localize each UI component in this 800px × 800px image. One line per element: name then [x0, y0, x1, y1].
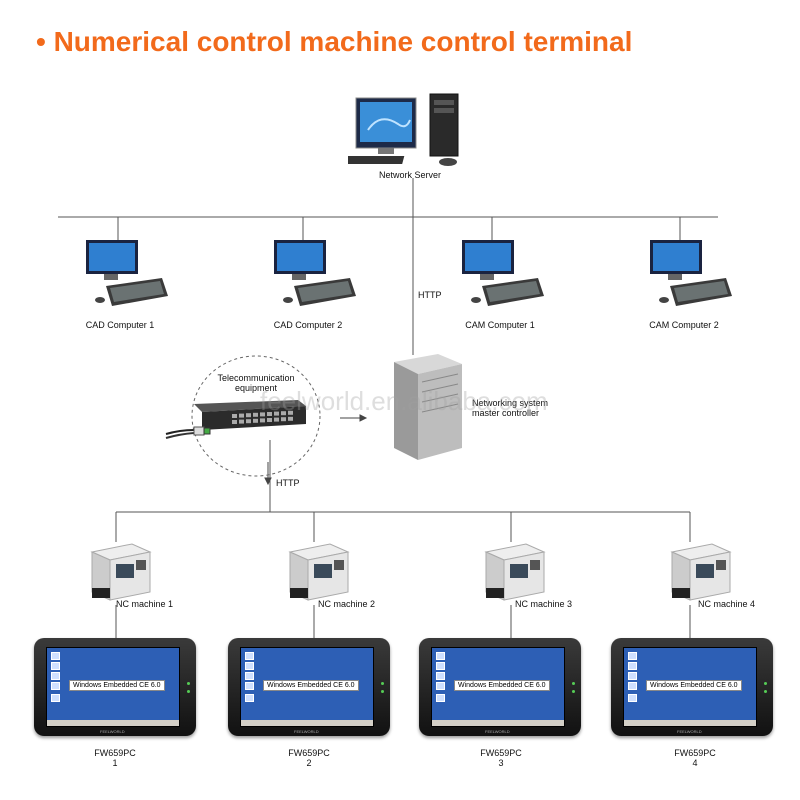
nc-machine-2-icon [288, 543, 350, 601]
terminal-1-screen: Windows Embedded CE 6.0 [46, 647, 180, 727]
terminal-3-index: 3 [498, 758, 504, 768]
network-server-icon [348, 93, 459, 166]
fw659pc-terminal-4: Windows Embedded CE 6.0 FEELWORLD [611, 638, 773, 736]
terminal-2-model: FW659PC [288, 748, 330, 758]
telecom-label-line2: equipment [234, 383, 278, 393]
network-server-label: Network Server [378, 170, 441, 180]
fw659pc-terminal-1: Windows Embedded CE 6.0 FEELWORLD [34, 638, 196, 736]
terminal-2-screen: Windows Embedded CE 6.0 [240, 647, 374, 727]
http-label-bottom: HTTP [276, 478, 300, 488]
fw659pc-terminal-2: Windows Embedded CE 6.0 FEELWORLD [228, 638, 390, 736]
cad-computer-1-icon [86, 240, 168, 306]
cam-computer-2-icon [650, 240, 732, 306]
terminal-4-model: FW659PC [674, 748, 716, 758]
nc-machine-4-label: NC machine 4 [698, 599, 756, 609]
network-switch-icon [194, 400, 306, 430]
cad-computer-2-icon [274, 240, 356, 306]
controller-label: Networking system master controller [472, 398, 548, 418]
fw659pc-terminal-3: Windows Embedded CE 6.0 FEELWORLD [419, 638, 581, 736]
telecom-dashed-circle [191, 355, 321, 477]
nc-machine-1-icon [90, 543, 152, 601]
terminal-4-screen: Windows Embedded CE 6.0 [623, 647, 757, 727]
terminal-4-brand: FEELWORLD [677, 729, 702, 734]
controller-label-line1: Networking system [472, 398, 549, 408]
terminal-1-label: FW659PC 1 [70, 748, 160, 768]
page-title: • Numerical control machine control term… [36, 26, 633, 57]
terminal-3-model: FW659PC [480, 748, 522, 758]
terminal-3-screen: Windows Embedded CE 6.0 [431, 647, 565, 727]
controller-label-line2: master controller [472, 408, 540, 418]
terminal-1-index: 1 [112, 758, 118, 768]
terminal-2-brand: FEELWORLD [294, 729, 319, 734]
master-controller-icon [394, 354, 462, 460]
cad-computer-2-label: CAD Computer 2 [273, 320, 343, 330]
terminal-3-label: FW659PC 3 [456, 748, 546, 768]
terminal-2-screen-text: Windows Embedded CE 6.0 [263, 680, 359, 691]
cam-computer-1-label: CAM Computer 1 [465, 320, 535, 330]
terminal-1-screen-text: Windows Embedded CE 6.0 [69, 680, 165, 691]
telecom-label-line1: Telecommunication [217, 373, 295, 383]
terminal-1-brand: FEELWORLD [100, 729, 125, 734]
nc-machine-2-label: NC machine 2 [318, 599, 376, 609]
nc-machine-3-icon [484, 543, 546, 601]
terminal-3-brand: FEELWORLD [485, 729, 510, 734]
terminal-3-screen-text: Windows Embedded CE 6.0 [454, 680, 550, 691]
cam-computer-2-label: CAM Computer 2 [649, 320, 719, 330]
telecom-label: Telecommunication equipment [206, 373, 306, 393]
ethernet-cable-icon [165, 426, 211, 439]
terminal-4-screen-text: Windows Embedded CE 6.0 [646, 680, 742, 691]
cam-computer-1-icon [462, 240, 544, 306]
terminal-2-label: FW659PC 2 [264, 748, 354, 768]
nc-machine-3-label: NC machine 3 [515, 599, 573, 609]
nc-machine-4-icon [670, 543, 732, 601]
terminal-4-label: FW659PC 4 [650, 748, 740, 768]
http-label-top: HTTP [418, 290, 442, 300]
cad-computer-1-label: CAD Computer 1 [85, 320, 155, 330]
terminal-1-model: FW659PC [94, 748, 136, 758]
nc-machine-1-label: NC machine 1 [116, 599, 174, 609]
terminal-2-index: 2 [306, 758, 312, 768]
terminal-4-index: 4 [692, 758, 698, 768]
